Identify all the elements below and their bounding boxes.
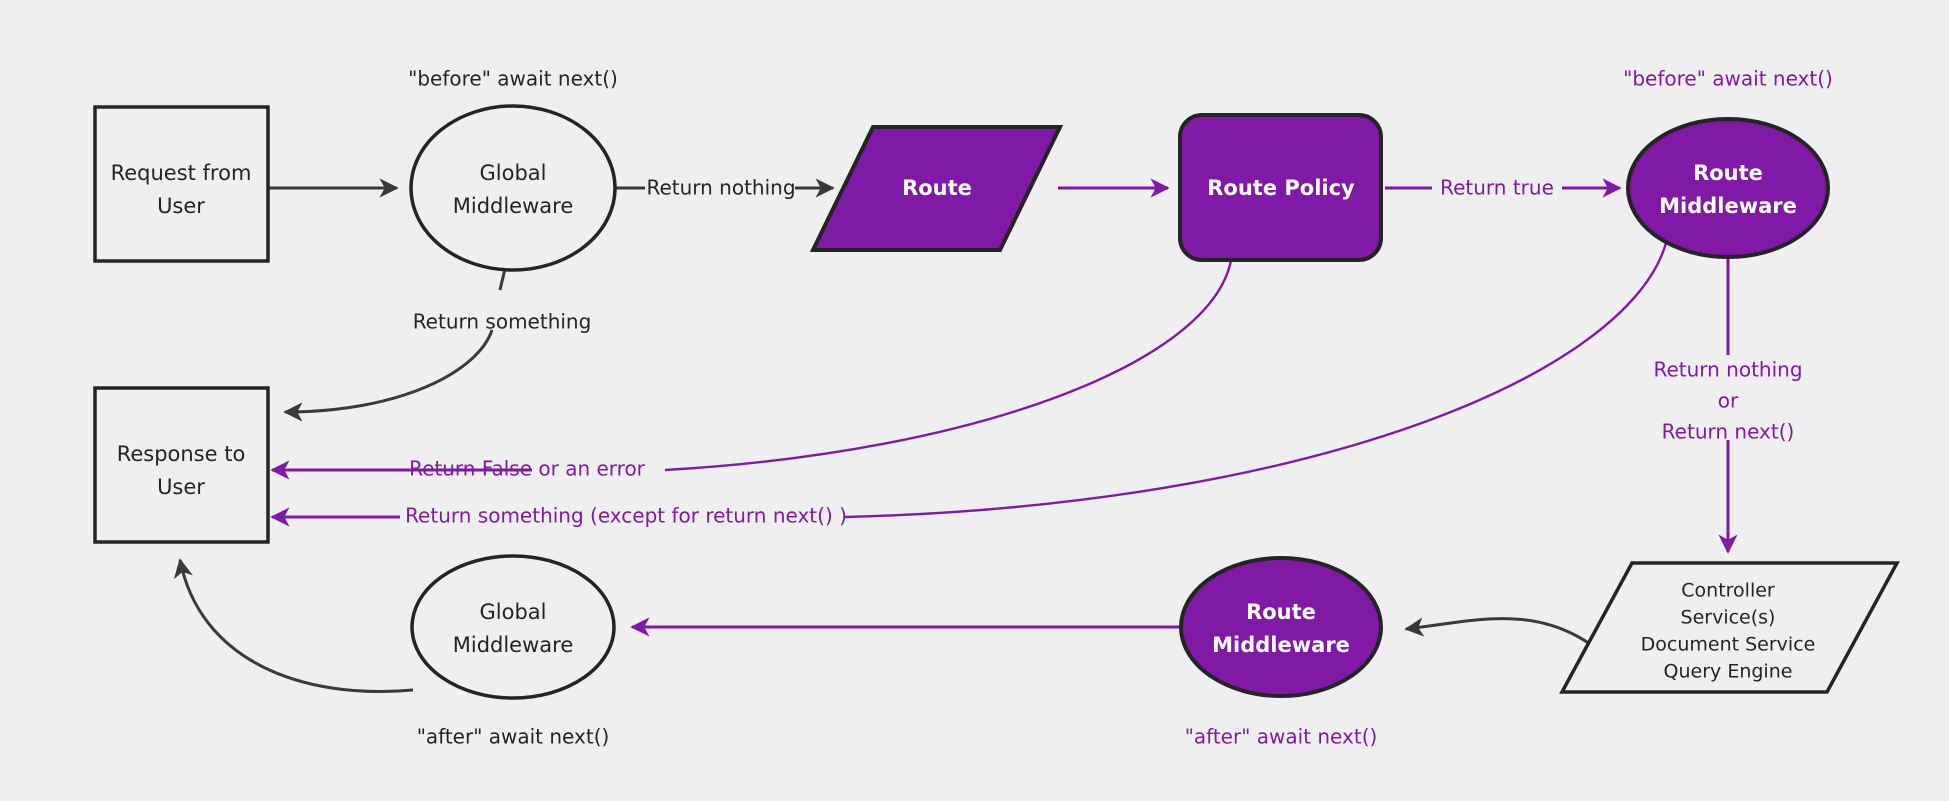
node-response-to-user-line1: Response to bbox=[117, 442, 246, 466]
edge-controller-to-route-middleware-bottom bbox=[1404, 617, 1604, 656]
edge-global-middleware-to-response: Return something bbox=[283, 255, 592, 422]
node-global-middleware-bottom-line2: Middleware bbox=[453, 633, 574, 657]
node-request-from-user-line1: Request from bbox=[111, 161, 252, 185]
annotation-before-await-next-right: "before" await next() bbox=[1623, 67, 1833, 91]
edge-label-or-line: or bbox=[1718, 389, 1739, 413]
node-controller-stack-line2: Service(s) bbox=[1681, 607, 1776, 629]
node-controller-stack-line4: Query Engine bbox=[1664, 661, 1793, 683]
node-response-to-user-line2: User bbox=[157, 475, 205, 499]
edge-label-return-true: Return true bbox=[1440, 176, 1554, 200]
node-route-policy[interactable]: Route Policy bbox=[1178, 113, 1383, 262]
node-global-middleware-top[interactable]: Global Middleware bbox=[409, 104, 617, 272]
edge-route-middleware-to-controller: Return nothing or Return next() bbox=[1653, 256, 1803, 554]
edge-label-return-something: Return something bbox=[413, 310, 592, 334]
edge-label-return-false-or-error: Return False or an error bbox=[409, 457, 646, 481]
node-global-middleware-bottom[interactable]: Global Middleware bbox=[410, 554, 616, 700]
node-route-middleware-bottom-line1: Route bbox=[1246, 600, 1316, 624]
node-route-middleware-bottom-line2: Middleware bbox=[1212, 633, 1350, 657]
node-controller-stack-line1: Controller bbox=[1681, 580, 1775, 602]
node-route[interactable]: Route bbox=[809, 125, 1064, 252]
node-global-middleware-bottom-line1: Global bbox=[480, 600, 547, 624]
edge-label-return-something-except-next: Return something (except for return next… bbox=[405, 504, 847, 528]
node-request-from-user[interactable]: Request from User bbox=[93, 105, 270, 263]
node-route-middleware-top[interactable]: Route Middleware bbox=[1626, 117, 1830, 259]
node-route-middleware-top-line1: Route bbox=[1693, 161, 1763, 185]
edge-label-return-nothing-line: Return nothing bbox=[1653, 358, 1802, 382]
annotation-after-await-next-left: "after" await next() bbox=[417, 725, 610, 749]
edge-label-return-nothing: Return nothing bbox=[646, 176, 795, 200]
node-route-policy-label: Route Policy bbox=[1207, 176, 1355, 200]
node-global-middleware-top-line1: Global bbox=[480, 161, 547, 185]
node-route-label: Route bbox=[902, 176, 972, 200]
edge-route-middleware-to-response: Return something (except for return next… bbox=[270, 234, 1670, 528]
node-global-middleware-top-line2: Middleware bbox=[453, 194, 574, 218]
annotation-before-await-next-left: "before" await next() bbox=[408, 67, 618, 91]
edge-route-policy-to-response: Return False or an error bbox=[270, 253, 1234, 481]
node-response-to-user[interactable]: Response to User bbox=[93, 386, 270, 544]
edge-route-policy-to-route-middleware: Return true bbox=[1385, 176, 1622, 200]
annotation-after-await-next-right: "after" await next() bbox=[1185, 725, 1378, 749]
node-controller-stack-line3: Document Service bbox=[1641, 634, 1816, 656]
edge-global-middleware-to-route: Return nothing bbox=[613, 176, 835, 200]
node-request-from-user-line2: User bbox=[157, 194, 205, 218]
node-controller-stack[interactable]: Controller Service(s) Document Service Q… bbox=[1559, 561, 1900, 694]
node-route-middleware-top-line2: Middleware bbox=[1659, 194, 1797, 218]
node-route-middleware-bottom[interactable]: Route Middleware bbox=[1179, 556, 1383, 698]
edge-label-return-next-line: Return next() bbox=[1662, 420, 1795, 444]
edge-global-middleware-bottom-to-response bbox=[174, 558, 414, 693]
